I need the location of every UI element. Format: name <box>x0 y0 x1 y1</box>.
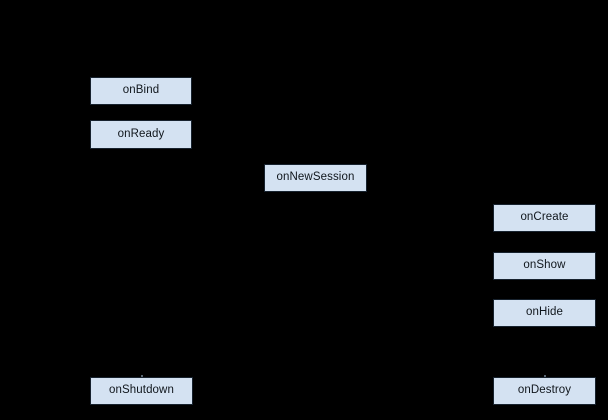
node-label-on-hide: onHide <box>525 306 564 319</box>
node-label-on-new-session: onNewSession <box>276 171 355 184</box>
node-label-on-ready: onReady <box>117 127 165 140</box>
node-on-destroy[interactable]: onDestroy <box>493 377 596 405</box>
node-on-bind[interactable]: onBind <box>90 77 192 105</box>
node-on-shutdown[interactable]: onShutdown <box>90 377 193 405</box>
node-on-hide[interactable]: onHide <box>493 299 596 327</box>
node-label-on-create: onCreate <box>520 211 569 224</box>
node-label-on-destroy: onDestroy <box>517 384 572 397</box>
node-label-on-bind: onBind <box>122 84 160 97</box>
node-on-new-session[interactable]: onNewSession <box>264 164 367 192</box>
node-on-ready[interactable]: onReady <box>90 120 192 149</box>
node-on-show[interactable]: onShow <box>493 252 596 280</box>
node-label-on-shutdown: onShutdown <box>109 384 174 397</box>
arrowhead-icon-on-destroy <box>544 375 546 377</box>
node-on-create[interactable]: onCreate <box>493 204 596 232</box>
arrowhead-icon-on-shutdown <box>141 375 143 377</box>
node-label-on-show: onShow <box>523 259 566 272</box>
